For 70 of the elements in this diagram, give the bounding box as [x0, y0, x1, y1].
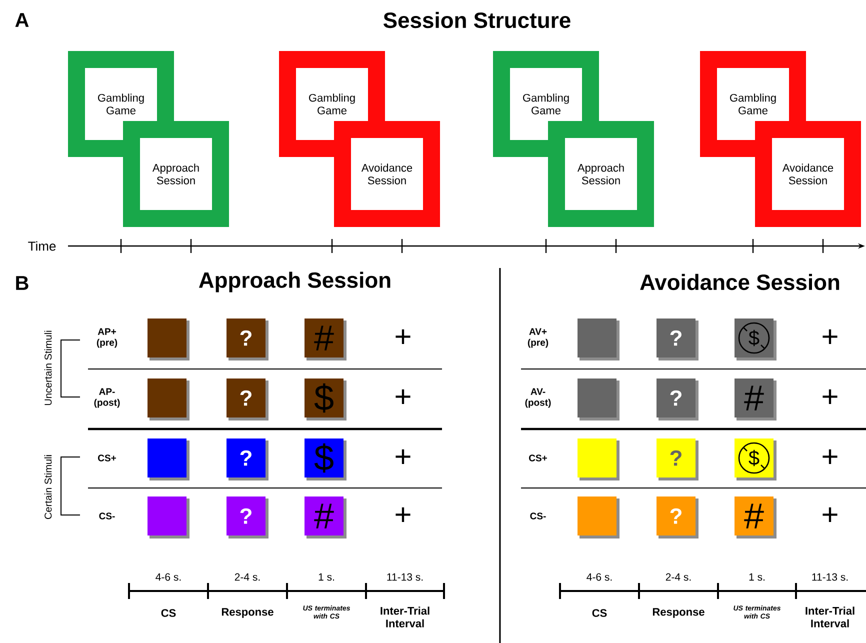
stimulus-square [148, 318, 190, 360]
axis-label: Time [28, 241, 56, 251]
game-box: Gambling Game [493, 51, 599, 157]
phase-label: CS [161, 609, 176, 617]
session-box: Approach Session [548, 121, 654, 227]
stimulus-square [578, 378, 620, 420]
question-square: ? [226, 378, 268, 420]
phase-label: Inter-Trial Interval [380, 606, 430, 628]
symbol-square: # [734, 378, 776, 420]
phase-label: CS [592, 609, 607, 617]
panel-heading: Approach Session [198, 272, 390, 292]
fixation-cross: + [822, 507, 838, 522]
phase-label: Response [222, 608, 274, 618]
question-square: ? [656, 438, 698, 480]
duration-label: 2-4 s. [234, 573, 260, 581]
duration-label: 4-6 s. [586, 573, 612, 581]
session-box: Avoidance Session [334, 121, 440, 227]
question-square: ? [656, 378, 698, 420]
duration-label: 11-13 s. [812, 573, 848, 581]
row-label: AV+ (pre) [528, 328, 548, 348]
heading-letter: A [15, 13, 29, 27]
row-label: AV- (post) [525, 388, 551, 408]
game-box: Gambling Game [68, 51, 174, 157]
fixation-cross: + [822, 449, 838, 464]
duration-label: 4-6 s. [156, 573, 181, 581]
row-label: AP- (post) [94, 388, 120, 408]
fixation-cross: + [822, 329, 838, 344]
symbol-square: # [304, 318, 346, 360]
duration-label: 1 s. [749, 573, 764, 581]
crossed-dollar-square: $ [734, 318, 776, 360]
stimulus-square [148, 438, 190, 480]
bracket-label: Certain Stimuli [44, 455, 52, 520]
session-box: Approach Session [123, 121, 229, 227]
symbol-square: $ [304, 378, 346, 420]
stimulus-square [578, 496, 620, 538]
question-square: ? [226, 496, 268, 538]
row-label: AP+ (pre) [96, 328, 118, 348]
heading-letter: B [16, 276, 28, 290]
fixation-cross: + [396, 507, 410, 522]
row-label: CS- [530, 512, 546, 520]
fixation-cross: + [396, 389, 410, 404]
game-box: Gambling Game [700, 51, 806, 157]
row-label: CS+ [529, 454, 547, 462]
phase-label: Inter-Trial Interval [806, 606, 854, 628]
duration-label: 1 s. [318, 573, 334, 581]
phase-label: Response [652, 608, 704, 618]
duration-label: 11-13 s. [387, 573, 423, 581]
symbol-square: # [734, 496, 776, 538]
title: Session Structure [384, 12, 570, 28]
fixation-cross: + [396, 329, 410, 344]
row-label: CS- [99, 512, 115, 520]
symbol-square: $ [304, 438, 346, 480]
stimulus-square [578, 438, 620, 480]
question-square: ? [226, 438, 268, 480]
stimulus-square [148, 496, 190, 538]
panel-heading: Avoidance Session [640, 274, 840, 290]
stimulus-square [148, 378, 190, 420]
question-square: ? [226, 318, 268, 360]
row-label: CS+ [98, 454, 116, 462]
duration-label: 2-4 s. [666, 573, 691, 581]
fixation-cross: + [822, 389, 838, 404]
crossed-dollar-square: $ [734, 438, 776, 480]
bracket-label: Uncertain Stimuli [44, 330, 52, 406]
session-box: Avoidance Session [755, 121, 861, 227]
game-box: Gambling Game [279, 51, 385, 157]
question-square: ? [656, 318, 698, 360]
question-square: ? [656, 496, 698, 538]
stimulus-square [578, 318, 620, 360]
symbol-square: # [304, 496, 346, 538]
fixation-cross: + [396, 449, 410, 464]
